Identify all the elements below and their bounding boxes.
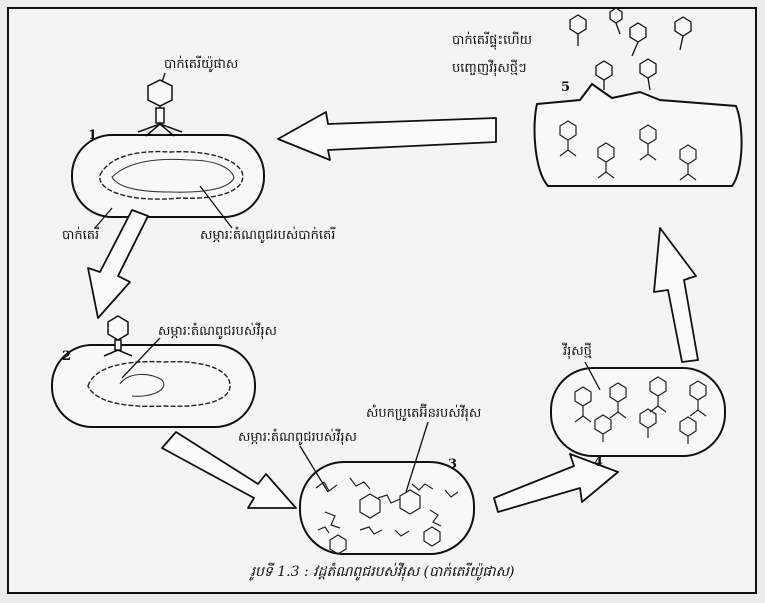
label-viral-genome-3: សម្ភារៈតំណពូជរបស់វីរុស [238, 430, 357, 446]
stage-1-number: 1 [88, 128, 97, 143]
label-burst-line1: បាក់តេរីផ្ទុះហើយ [452, 33, 532, 49]
label-bacteriophage: បាក់តេរីយ៉ូផាស [164, 57, 238, 73]
stage-4-number: 4 [594, 455, 603, 470]
stage-5-number: 5 [561, 80, 570, 95]
stage-4-bacterium [551, 368, 725, 456]
label-new-viruses: វីរុសថ្មី [563, 344, 592, 360]
label-viral-genome-2: សម្ភារៈតំណពូជរបស់វីរុស [158, 324, 277, 340]
stage-2-number: 2 [62, 349, 71, 364]
stage-2-bacterium [52, 345, 255, 427]
label-bacterium: បាក់តេរី [62, 228, 99, 244]
stage-1-bacterium [72, 135, 264, 217]
figure-caption: រូបទី 1.3 : វដ្តតំណពូជរបស់វីរុស (បាក់តេរ… [0, 562, 765, 583]
label-viral-capsid: សំបកប្រូតេអ៊ីនរបស់វីរុស [366, 406, 481, 422]
label-bacterial-genome: សម្ភារៈតំណពូជរបស់បាក់តេរី [200, 228, 335, 244]
stage-3-number: 3 [448, 457, 457, 472]
stage-3-bacterium [300, 462, 474, 554]
label-burst-line2: បញ្ចេញវីរុសថ្មីៗ [452, 61, 527, 77]
